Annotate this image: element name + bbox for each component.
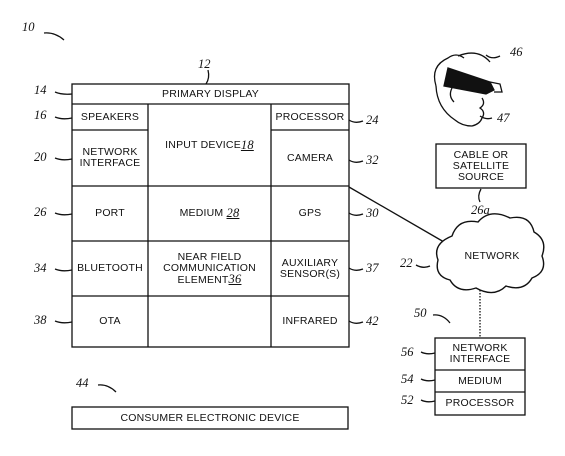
cable-source-cell: CABLE OR SATELLITE SOURCE xyxy=(436,144,526,188)
server-outline xyxy=(434,337,526,416)
primary-display-ref: 14 xyxy=(34,83,47,97)
server-medium-label: MEDIUM xyxy=(458,374,502,387)
speakers-ref: 16 xyxy=(34,108,47,122)
aux-ref: 37 xyxy=(366,261,379,275)
infrared-ref: 42 xyxy=(366,314,379,328)
port-ref: 26 xyxy=(34,205,47,219)
camera-label: CAMERA xyxy=(286,151,334,164)
network-interface-line1: NETWORK xyxy=(82,146,138,158)
network-ref: 22 xyxy=(400,256,413,270)
figure-ref: 10 xyxy=(22,20,35,34)
processor-ref: 24 xyxy=(366,113,379,127)
server-ni-line1: NETWORK xyxy=(452,342,508,354)
camera-ref: 32 xyxy=(366,153,379,167)
server-ref: 50 xyxy=(414,306,427,320)
server-medium-ref: 54 xyxy=(401,372,414,386)
consumer-ref: 44 xyxy=(76,376,89,390)
cable-line3: SOURCE xyxy=(457,170,505,183)
cable-source-outline xyxy=(435,143,527,189)
infrared-label: INFRARED xyxy=(282,315,338,327)
nfc-line3: ELEMENT xyxy=(177,273,229,286)
network-cloud-icon xyxy=(435,213,545,294)
gps-label: GPS xyxy=(298,207,322,219)
network-interface-cell: NETWORK INTERFACE xyxy=(72,130,148,186)
aux-line2: SENSOR(S) xyxy=(279,267,341,280)
nfc-line1: NEAR FIELD xyxy=(177,250,242,263)
nfc-ref: 36 xyxy=(228,271,242,286)
network-interface-line2: INTERFACE xyxy=(79,157,141,169)
bluetooth-ref: 34 xyxy=(34,261,47,275)
empty-cell xyxy=(148,296,271,347)
device-outline xyxy=(71,83,350,348)
cable-line2: SATELLITE xyxy=(452,159,510,172)
server-ni-line2: INTERFACE xyxy=(449,353,511,365)
network-interface-ref: 20 xyxy=(34,150,47,164)
glasses-ref: 47 xyxy=(497,111,510,125)
server-processor-label: PROCESSOR xyxy=(445,397,515,409)
input-device-label: INPUT DEVICE xyxy=(165,138,241,151)
bluetooth-label: BLUETOOTH xyxy=(77,262,143,274)
network-label: NETWORK xyxy=(464,249,520,262)
primary-display-label: PRIMARY DISPLAY xyxy=(162,87,259,100)
server-network-interface-cell: NETWORK INTERFACE xyxy=(435,338,525,370)
processor-label: PROCESSOR xyxy=(275,110,345,123)
ota-ref: 38 xyxy=(34,313,47,327)
server-processor-ref: 52 xyxy=(401,393,414,407)
medium-ref: 28 xyxy=(226,206,240,220)
gps-ref: 30 xyxy=(366,206,379,220)
nfc-cell: NEAR FIELD COMMUNICATION ELEMENT36 xyxy=(148,241,271,296)
device-ref: 12 xyxy=(198,57,211,71)
cable-ref: 26a xyxy=(471,203,490,217)
aux-cell: AUXILIARY SENSOR(S) xyxy=(271,241,349,296)
input-device-ref: 18 xyxy=(240,137,254,152)
consumer-device-label: CONSUMER ELECTRONIC DEVICE xyxy=(120,411,300,424)
port-label: PORT xyxy=(95,207,125,219)
aux-line1: AUXILIARY xyxy=(281,256,339,269)
cable-line1: CABLE OR xyxy=(453,148,509,161)
server-ni-ref: 56 xyxy=(401,345,414,359)
headset-ref: 46 xyxy=(510,45,523,59)
nfc-line2: COMMUNICATION xyxy=(163,261,256,274)
medium-cell: MEDIUM 28 xyxy=(148,186,271,241)
consumer-device-outline xyxy=(71,406,349,430)
vr-headset-icon xyxy=(433,52,503,127)
speakers-label: SPEAKERS xyxy=(80,110,140,123)
ota-label: OTA xyxy=(99,315,121,327)
medium-label: MEDIUM xyxy=(179,207,224,219)
